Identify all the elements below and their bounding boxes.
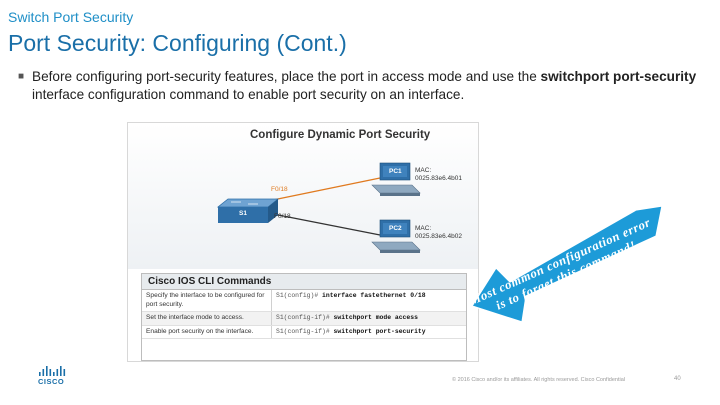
table-row: Specify the interface to be configured f… (142, 290, 466, 312)
cisco-logo-text: CISCO (38, 377, 65, 386)
cli-row-command: S1(config-if)# switchport mode access (272, 312, 466, 325)
slide-title: Port Security: Configuring (Cont.) (8, 30, 347, 56)
bullet-text-part2: interface configuration command to enabl… (32, 87, 465, 102)
pc2-mac: MAC: 0025.83e6.4b02 (415, 225, 462, 241)
switch-icon (216, 198, 280, 223)
cli-commands-table: Cisco IOS CLI Commands Specify the inter… (141, 273, 467, 361)
bullet-point: ■ Before configuring port-security featu… (18, 68, 708, 104)
cli-command-text: switchport mode access (333, 314, 418, 321)
table-row: Set the interface mode to access. S1(con… (142, 312, 466, 326)
cli-row-description: Specify the interface to be configured f… (142, 290, 272, 311)
cli-row-description: Enable port security on the interface. (142, 325, 272, 338)
cisco-logo-icon (39, 366, 66, 376)
page-number: 40 (674, 376, 681, 382)
bullet-text-part1: Before configuring port-security feature… (32, 69, 541, 84)
port-label-f018-upper: F0/18 (271, 186, 288, 193)
cli-row-command: S1(config)# interface fastethernet 0/18 (272, 290, 466, 311)
pc1-icon (371, 162, 421, 196)
figure-heading: Configure Dynamic Port Security (250, 129, 431, 141)
pc1-mac-title: MAC: (415, 167, 432, 174)
pc2-mac-title: MAC: (415, 225, 432, 232)
pc1-mac-value: 0025.83e6.4b01 (415, 175, 462, 182)
cli-prompt: S1(config-if)# (276, 314, 334, 321)
link-s1-pc1 (267, 177, 381, 202)
pc2-icon (371, 219, 421, 253)
cli-prompt: S1(config-if)# (276, 327, 334, 335)
bullet-text: Before configuring port-security feature… (18, 68, 708, 104)
cli-row-command: S1(config-if)# switchport port-security (272, 326, 466, 339)
footer-copyright: © 2016 Cisco and/or its affiliates. All … (452, 377, 626, 383)
pc2-mac-value: 0025.83e6.4b02 (415, 233, 462, 240)
cli-row-description: Set the interface mode to access. (142, 312, 272, 325)
table-row: Enable port security on the interface. S… (142, 325, 466, 339)
arrow-shape-icon (471, 205, 663, 323)
pc1-label: PC1 (389, 168, 402, 175)
topology-area: Configure Dynamic Port Security (128, 123, 478, 269)
bullet-marker-icon: ■ (18, 71, 25, 82)
link-s1-pc2 (267, 212, 381, 236)
cli-command-text: interface fastethernet 0/18 (322, 292, 426, 299)
callout-arrow: Most common configuration error is to fo… (466, 198, 666, 358)
topology-drawing (216, 162, 421, 253)
switch-label: S1 (239, 210, 247, 217)
cli-table-title: Cisco IOS CLI Commands (142, 274, 466, 290)
pc2-label: PC2 (389, 225, 402, 232)
cli-prompt: S1(config)# (276, 292, 323, 299)
port-label-f018-lower: F0/18 (274, 213, 291, 220)
section-title: Switch Port Security (8, 9, 134, 25)
topology-figure: Configure Dynamic Port Security (127, 122, 479, 362)
bullet-command-bold: switchport port-security (540, 69, 697, 84)
cli-command-text: switchport port-security (333, 327, 426, 335)
pc1-mac: MAC: 0025.83e6.4b01 (415, 167, 462, 183)
